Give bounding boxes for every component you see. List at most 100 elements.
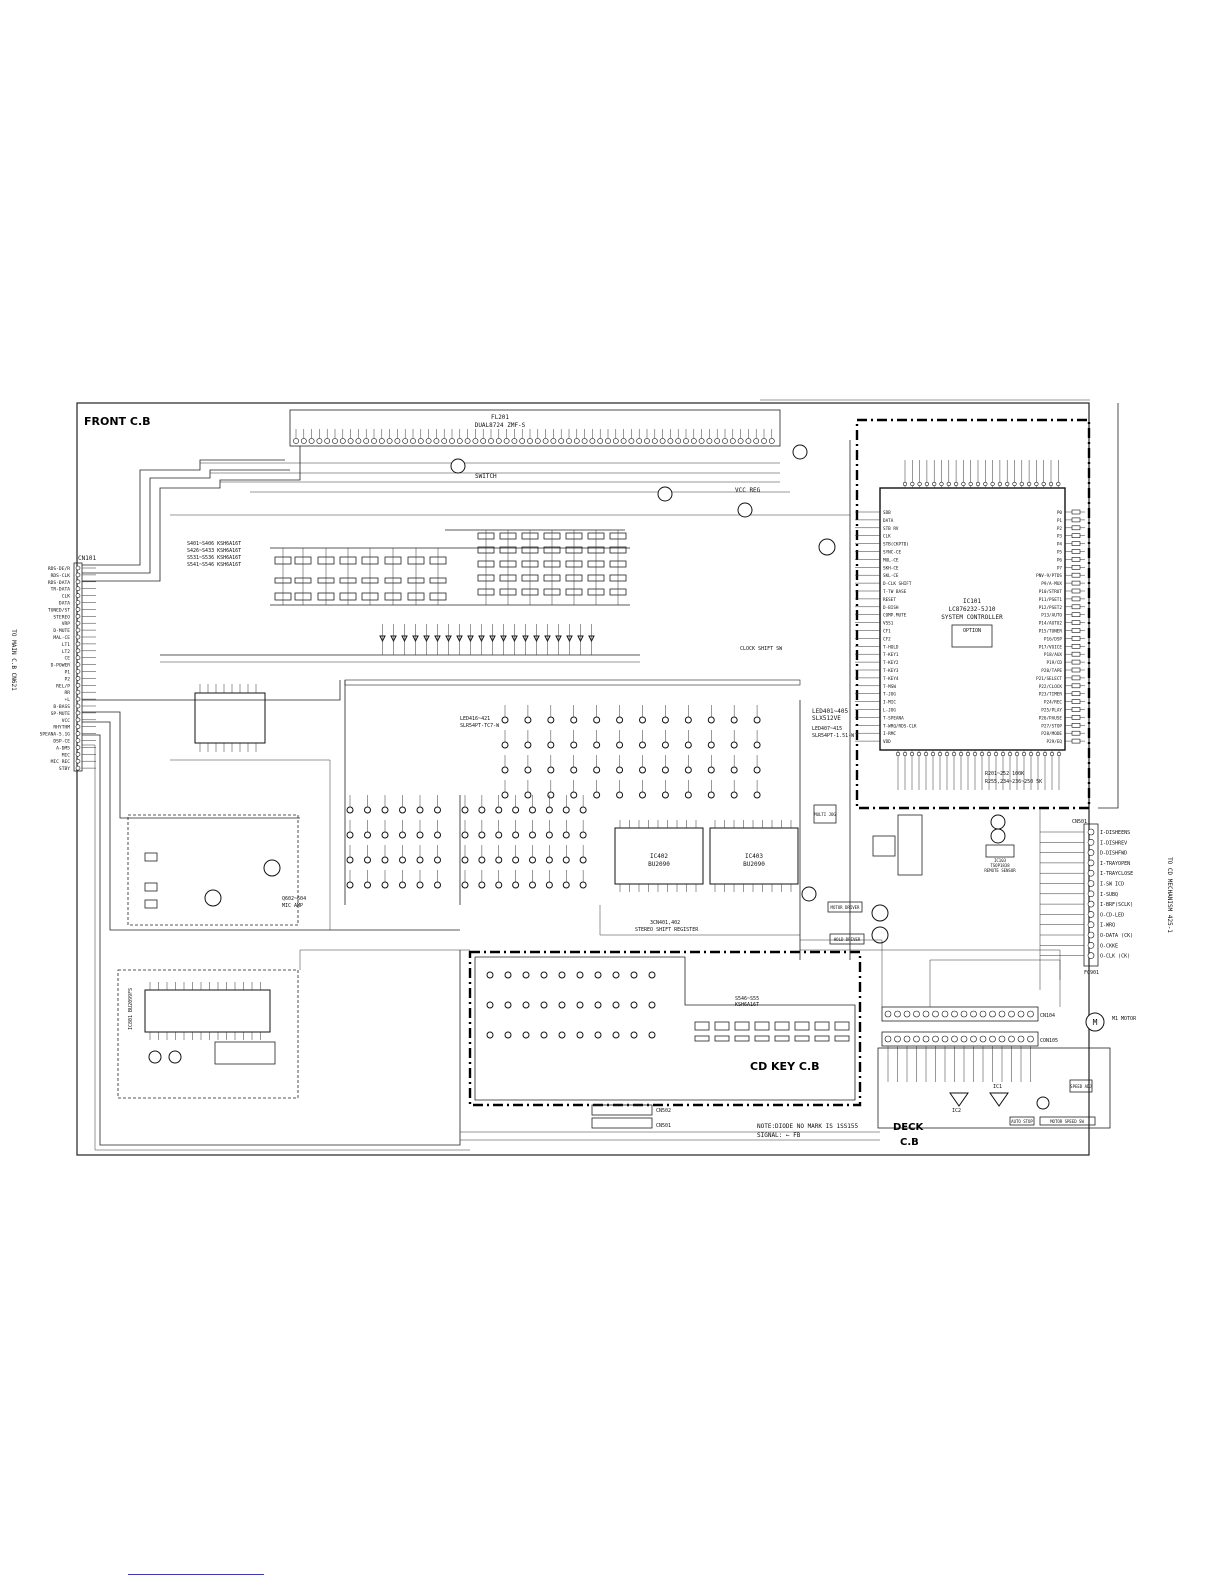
cn101-pin: [75, 738, 81, 743]
deck-pin: [1008, 1010, 1015, 1018]
led: [512, 831, 520, 839]
ic101-pin-label: P7: [1057, 565, 1063, 571]
ic101-pin-label: P26/PAUSE: [1039, 715, 1063, 721]
ic101-pin-label: CF1: [883, 629, 891, 635]
fl201-pin: [417, 438, 424, 444]
led: [501, 741, 509, 749]
motor-driver-label: MOTOR DRIVER: [831, 905, 860, 910]
led: [661, 716, 669, 724]
deck-pin: [970, 1035, 977, 1043]
led: [501, 716, 509, 724]
led: [512, 881, 520, 889]
deck-pin: [894, 1035, 901, 1043]
cn502-label: CN502: [656, 1108, 671, 1114]
ic101-pin-label: P16/DSP: [1044, 636, 1063, 642]
cd-key-switches: [694, 1021, 850, 1042]
deck-pin: [1027, 1035, 1034, 1043]
fl201-pin: [386, 438, 393, 444]
cn101-pin: [75, 751, 81, 757]
deck-pin: [1027, 1010, 1034, 1018]
cd-key-switch: [694, 1021, 710, 1031]
cd-key-switch: [734, 1021, 750, 1031]
deck-pin: [1017, 1035, 1025, 1043]
ic101-pin-pad: [986, 751, 992, 757]
led: [524, 791, 532, 799]
cd-pin-label: D-DISHFWD: [1100, 851, 1127, 857]
cd-pin: [1087, 921, 1095, 929]
deck-pin: [1017, 1010, 1025, 1018]
led: [562, 881, 570, 889]
fl201-pin: [425, 438, 432, 444]
led: [512, 856, 520, 864]
led: [579, 856, 587, 864]
deck-pin: [903, 1035, 911, 1043]
ic101-pin-pad: [910, 481, 915, 487]
cn101-pin: [75, 703, 81, 709]
led: [461, 881, 469, 889]
ic2-label: IC2: [952, 1108, 961, 1114]
ic101-pull-resistor: [1071, 651, 1081, 657]
led: [579, 881, 587, 889]
cn101-pin: [75, 586, 81, 592]
cd-pin: [1087, 880, 1095, 887]
fl201-pin: [464, 438, 471, 444]
deck-pin: [979, 1010, 987, 1018]
ic101-pin-pad: [902, 481, 908, 487]
deck-pin: [922, 1010, 930, 1018]
fl201-pin: [628, 438, 635, 444]
led: [545, 881, 553, 889]
deck-pin: [941, 1010, 949, 1018]
ic101-pin-label: P27/STOP: [1041, 723, 1062, 729]
ic101-pin-label: P13/AUTO: [1041, 613, 1062, 619]
ic101-pin-pad: [997, 481, 1003, 487]
led: [495, 806, 503, 814]
led: [416, 856, 424, 864]
cd-key-switch: [814, 1021, 830, 1031]
fl201-label: FL201: [491, 414, 509, 421]
cn101-pin: [75, 627, 81, 633]
ic101-pin-label: STB RV: [883, 526, 899, 532]
ic101-pin-pad: [968, 481, 973, 487]
fl201-pin: [753, 438, 760, 444]
motor-label: M1 MOTOR: [1112, 1016, 1137, 1022]
cd-key-led: [576, 1031, 584, 1039]
led: [416, 881, 424, 889]
ic101-label: IC101: [963, 598, 981, 605]
ic101-pin-label: STB(CKPTD): [883, 542, 909, 548]
cd-key-led: [594, 971, 602, 979]
ic101-pin-label: P21/SELECT: [1036, 676, 1062, 682]
cd-pin-label: O-CKKE: [1100, 943, 1118, 949]
fl201-pin: [410, 438, 416, 444]
ic101-pin-pad: [958, 751, 964, 757]
led: [495, 856, 503, 864]
cn101-pin: [75, 662, 81, 667]
led: [501, 766, 509, 774]
ic101-pin-label: P17/VOICE: [1039, 644, 1063, 650]
fl201-pin: [534, 438, 541, 444]
cn101-pin: [75, 676, 81, 681]
ic101-pin-label: RESET: [883, 597, 896, 603]
ic103-function: REMOTE SENSOR: [984, 868, 1016, 873]
motor-m-symbol: M: [1093, 1018, 1098, 1027]
ic101-pin-label: P10/STRUT: [1039, 589, 1063, 595]
led: [547, 716, 555, 724]
footer-link-underline[interactable]: [128, 1574, 264, 1576]
shift-registers: IC402 BU2090 IC403 BU2090 3CN401,402 STE…: [614, 820, 799, 933]
ic101-pull-resistor: [1071, 509, 1081, 515]
fl201-pin: [332, 438, 338, 444]
led: [381, 881, 389, 889]
ic101-pin-label: D-CLK SHIFT: [883, 581, 912, 587]
ic101-right-pins: P0P1P2P3P4P5P6P7PNV-9/PTDSP9/A-MUXP10/ST…: [1036, 509, 1085, 745]
led: [593, 716, 601, 724]
led: [707, 791, 715, 799]
ic101-pin-pad: [1042, 751, 1048, 757]
top-bus-wires: SWITCH VCC REG: [82, 444, 850, 582]
ic101-pin-pad: [953, 481, 959, 487]
led-hl-part: SLR54PT-1.51-W: [812, 733, 855, 739]
led: [730, 791, 738, 799]
deck-pin: [894, 1010, 901, 1018]
ic101-pull-resistor: [1071, 588, 1081, 594]
ic101-pin-pad: [975, 481, 981, 487]
deck-label: DECK: [893, 1122, 924, 1133]
led: [346, 831, 354, 839]
